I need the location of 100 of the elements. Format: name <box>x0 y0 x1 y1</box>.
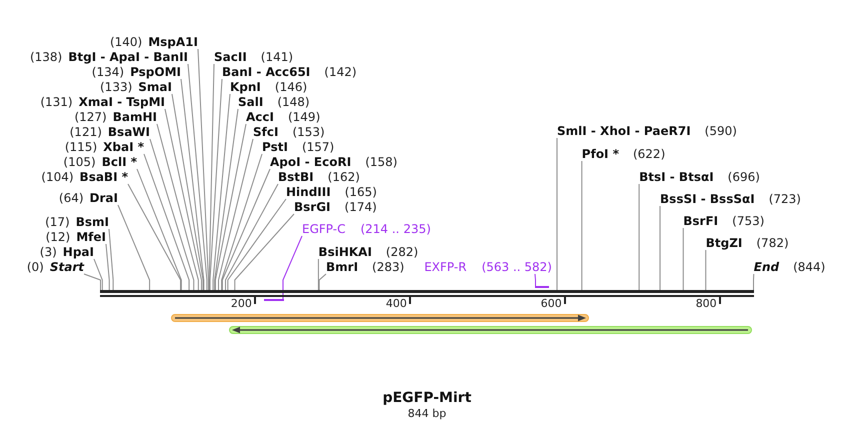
position-label: (64) <box>58 191 84 205</box>
position-label: (104) <box>41 170 74 184</box>
enzyme-label: BsrGI <box>294 200 331 214</box>
leader-line <box>212 94 230 290</box>
position-label: (283) <box>372 260 404 274</box>
leader-line <box>534 274 536 286</box>
leader-line <box>705 250 706 290</box>
enzyme-label: BssSI - BssSαI <box>660 192 755 206</box>
leader-line <box>581 160 582 290</box>
scale-number: 800 <box>696 297 717 310</box>
leader-line <box>753 274 754 290</box>
position-label: (174) <box>344 200 377 214</box>
enzyme-label: BanI - Acc65I <box>222 65 310 79</box>
leader-line <box>214 108 238 290</box>
position-label: (696) <box>728 170 760 184</box>
position-label: (134) <box>92 65 124 79</box>
position-label: (131) <box>40 95 73 109</box>
position-label: (148) <box>277 95 310 109</box>
feature-band <box>229 324 752 336</box>
position-label: (162) <box>328 170 360 184</box>
enzyme-label: BtgI - ApaI - BanII <box>68 50 188 64</box>
position-label: (140) <box>110 35 142 49</box>
leader-line <box>660 206 661 290</box>
enzyme-label: BmrI <box>326 260 358 274</box>
leader-line <box>118 204 150 290</box>
sequence-length: 844 bp <box>406 407 448 420</box>
enzyme-label: KpnI <box>230 80 261 94</box>
primer-mark <box>264 299 284 301</box>
enzyme-label: HindIII <box>286 185 331 199</box>
feature-band <box>171 312 589 324</box>
leader-line <box>234 214 294 290</box>
leader-line <box>218 138 254 290</box>
leader-line <box>144 154 190 290</box>
leader-line <box>198 48 209 290</box>
position-label: (622) <box>632 147 666 161</box>
leader-line <box>318 258 319 290</box>
enzyme-label: ApoI - EcoRI <box>270 155 352 169</box>
enzyme-label: SalI <box>238 95 264 109</box>
enzyme-label: SacII <box>214 50 247 64</box>
enzyme-label: XbaI * <box>103 140 144 154</box>
position-label: (115) <box>64 140 98 154</box>
leader-line <box>180 78 204 290</box>
leader-line <box>108 228 114 290</box>
enzyme-label: BamHI <box>112 110 157 124</box>
dna-backbone <box>100 290 754 297</box>
leader-line <box>188 64 208 290</box>
leader-line <box>221 154 262 290</box>
enzyme-label: BtgZI <box>706 236 742 250</box>
leader-line <box>556 138 558 290</box>
leader-line <box>106 244 110 290</box>
position-label: (782) <box>756 236 789 250</box>
position-label: (723) <box>768 192 801 206</box>
position-label: (282) <box>386 245 418 259</box>
scale-number: 200 <box>230 297 252 310</box>
primer-label: EGFP-C <box>302 222 346 236</box>
enzyme-label: PfoI * <box>582 147 619 161</box>
leader-line <box>227 198 286 290</box>
position-label: (133) <box>100 80 132 94</box>
scale-number: 600 <box>540 297 562 310</box>
position-label: (138) <box>30 50 62 64</box>
primer-range-label: (563 .. 582) <box>482 260 552 274</box>
position-label: (141) <box>260 50 294 64</box>
leader-line <box>318 274 326 290</box>
leader-line <box>84 274 101 290</box>
position-label: (105) <box>63 155 96 169</box>
position-label: (149) <box>288 110 320 124</box>
position-label: (0) <box>26 260 44 274</box>
leader-line <box>172 94 204 290</box>
enzyme-label: BclI * <box>102 155 137 169</box>
leader-line <box>164 108 202 290</box>
enzyme-label: BsaBI * <box>80 170 128 184</box>
position-label: (3) <box>40 245 57 259</box>
enzyme-label: BsiHKAI <box>318 245 372 259</box>
leader-line <box>94 258 103 290</box>
position-label: (153) <box>292 125 325 139</box>
enzyme-label: DraI <box>90 191 118 205</box>
leader-line <box>210 78 222 290</box>
leader-line <box>638 184 640 290</box>
position-label: (121) <box>70 125 102 139</box>
enzyme-label: BsmI <box>76 215 109 229</box>
position-label: (158) <box>365 155 398 169</box>
enzyme-label: MspA1I <box>148 35 198 49</box>
position-label: (165) <box>344 185 377 199</box>
enzyme-label: HpaI <box>62 245 94 259</box>
map-title: pEGFP-Mirt <box>382 390 472 407</box>
leader-line <box>128 184 182 290</box>
terminus-label: Start <box>50 260 84 274</box>
enzyme-label: AccI <box>246 110 274 124</box>
leader-line <box>282 236 302 300</box>
leader-line <box>682 228 684 290</box>
enzyme-label: SfcI <box>253 125 278 139</box>
enzyme-label: SmaI <box>138 80 172 94</box>
enzyme-label: XmaI - TspMI <box>78 95 165 109</box>
position-label: (142) <box>324 65 357 79</box>
position-label: (844) <box>793 260 826 274</box>
position-label: (127) <box>74 110 107 124</box>
leader-line <box>224 184 278 290</box>
position-label: (12) <box>46 230 70 244</box>
primer-range-label: (214 .. 235) <box>360 222 431 236</box>
enzyme-label: PstI <box>262 140 288 154</box>
